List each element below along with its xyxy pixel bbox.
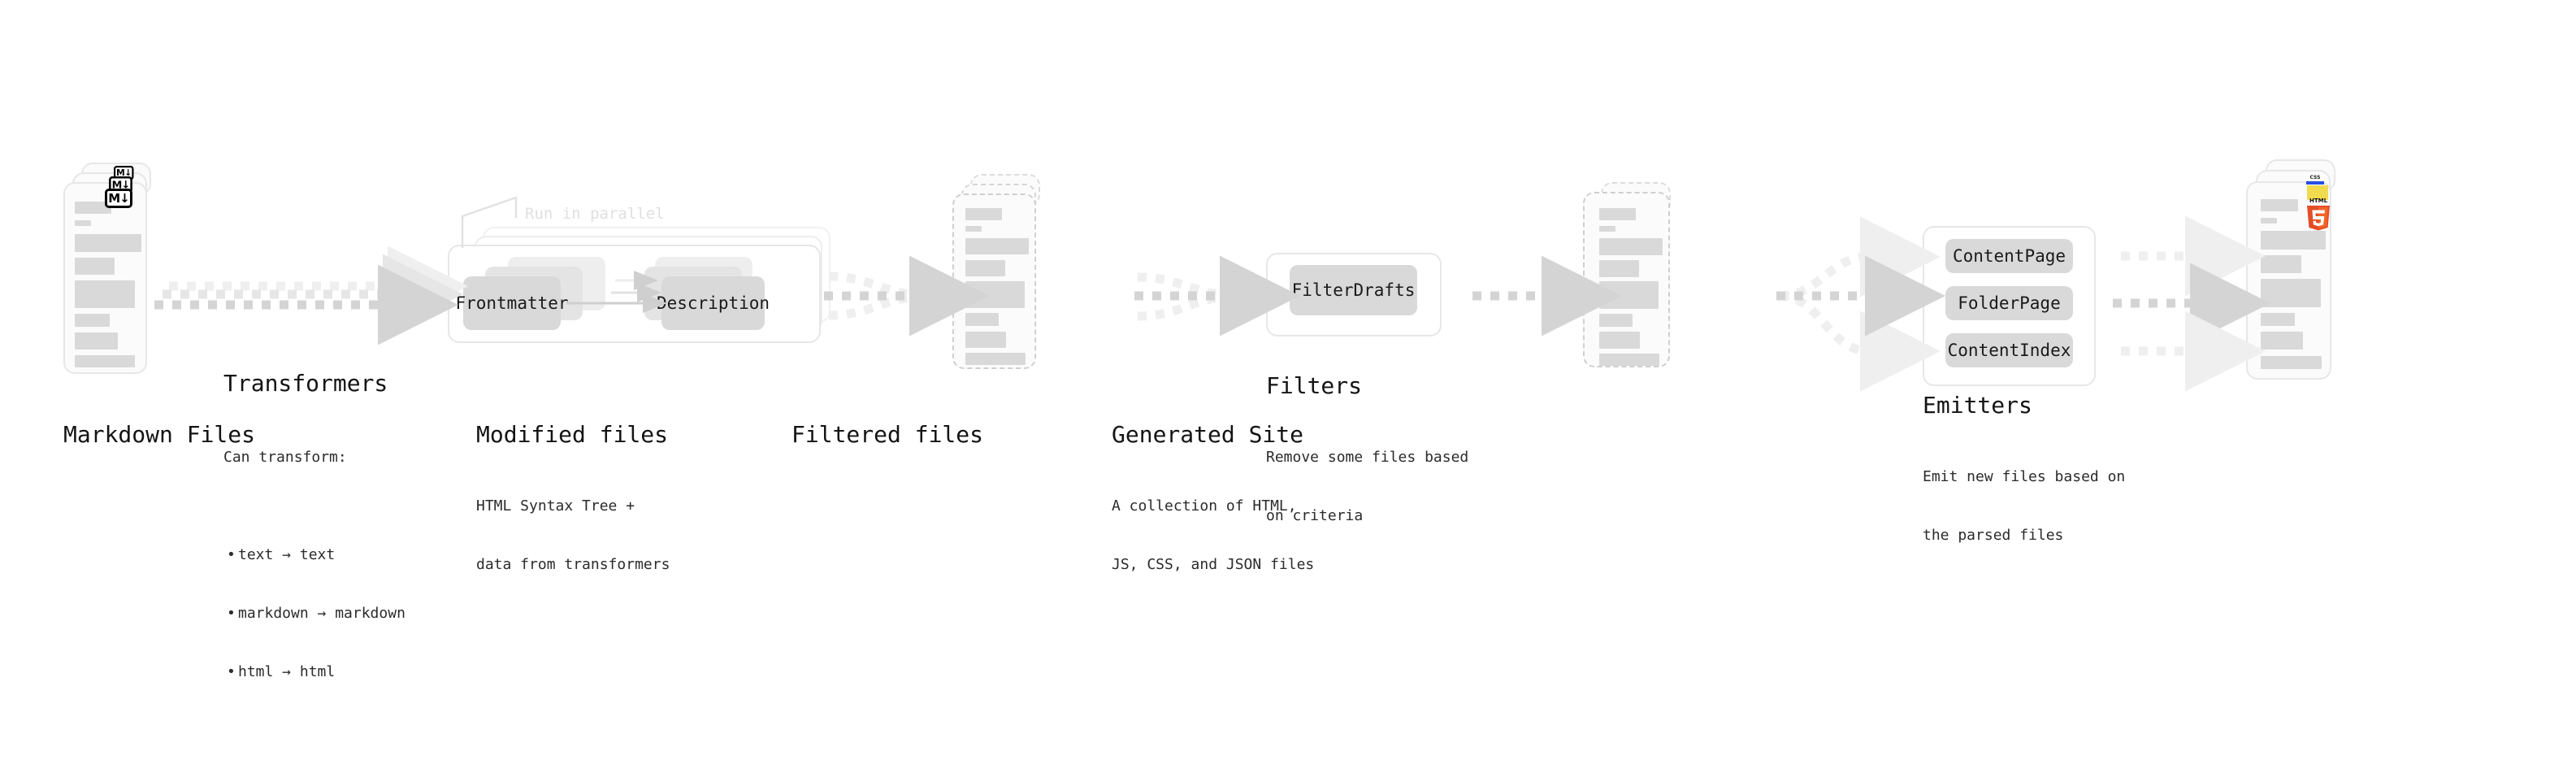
- skeleton-bar: [75, 220, 91, 226]
- emitter-chip-contentindex[interactable]: ContentIndex: [1945, 333, 2073, 367]
- transformers-caption-list: text → text markdown → markdown html → h…: [223, 506, 405, 721]
- stage-title-filters: Filters: [1266, 372, 1363, 399]
- filtered-card-front: [1583, 192, 1670, 367]
- skeleton-bar: [965, 281, 1025, 308]
- skeleton-bar: [1599, 260, 1639, 277]
- run-in-parallel-label: Run in parallel: [525, 205, 665, 223]
- stage-title-transformers: Transformers: [223, 370, 388, 397]
- site-caption-line-0: A collection of HTML,: [1112, 497, 1297, 515]
- html5-icon: HTML: [2304, 197, 2331, 231]
- transformer-chip-description[interactable]: Description: [657, 276, 770, 330]
- css3-icon-bar: [2306, 181, 2324, 185]
- connector-filtered-to-emitters: [1776, 216, 1945, 392]
- transformers-caption-heading: Can transform:: [223, 449, 347, 466]
- markdown-icon-label-middle: M↓: [111, 178, 131, 191]
- stage-title-emitters: Emitters: [1923, 392, 2032, 419]
- filter-chip-filterdrafts-label: FilterDrafts: [1291, 280, 1416, 300]
- skeleton-bar: [2261, 231, 2326, 250]
- svg-text:HTML: HTML: [2309, 198, 2328, 204]
- skeleton-bar: [2261, 332, 2303, 350]
- skeleton-bar: [1599, 226, 1615, 232]
- transformer-chip-frontmatter-label: Frontmatter: [455, 293, 569, 313]
- stage-caption-modified-files: HTML Syntax Tree + data from transformer…: [476, 458, 670, 614]
- emitters-caption-line-1: the parsed files: [1923, 527, 2064, 544]
- site-caption-line-1: JS, CSS, and JSON files: [1112, 556, 1315, 573]
- markdown-icon: M↓: [105, 189, 132, 208]
- markdown-card-front: [63, 182, 147, 374]
- transformer-chip-description-label: Description: [656, 293, 770, 313]
- skeleton-bar: [1599, 238, 1663, 255]
- stage-title-markdown-files: Markdown Files: [63, 421, 256, 448]
- emitter-chip-folderpage-label: FolderPage: [1958, 293, 2061, 313]
- skeleton-bar: [965, 332, 1006, 348]
- skeleton-bar: [965, 260, 1005, 276]
- connector-modified-to-filters: [1134, 255, 1300, 337]
- skeleton-bar: [1599, 208, 1636, 220]
- emitter-chip-contentpage-label: ContentPage: [1952, 246, 2066, 266]
- stage-caption-transformers: Can transform: text → text markdown → ma…: [223, 409, 405, 760]
- skeleton-bar: [1599, 354, 1659, 366]
- connector-transformers-to-modified: [824, 255, 990, 337]
- emitter-chip-folderpage[interactable]: FolderPage: [1945, 286, 2073, 320]
- skeleton-bar: [1599, 281, 1659, 309]
- skeleton-bar: [75, 355, 135, 367]
- emitter-chip-contentpage[interactable]: ContentPage: [1945, 239, 2073, 273]
- skeleton-bar: [965, 238, 1029, 254]
- filters-caption-line-0: Remove some files based: [1266, 449, 1469, 466]
- skeleton-bar: [2261, 356, 2322, 369]
- markdown-icon-label: M↓: [108, 190, 129, 206]
- modified-card-front: [952, 193, 1036, 369]
- skeleton-bar: [75, 258, 115, 275]
- css3-icon-label: CSS: [2309, 175, 2321, 180]
- skeleton-bar: [2261, 255, 2301, 273]
- stage-caption-generated-site: A collection of HTML, JS, CSS, and JSON …: [1112, 458, 1314, 614]
- modified-caption-line-0: HTML Syntax Tree +: [476, 497, 635, 515]
- skeleton-bar: [75, 234, 141, 252]
- skeleton-bar: [75, 332, 118, 350]
- diagram-canvas: M↓ M↓ M↓ Markdown Files Frontmatter Desc…: [0, 0, 2576, 681]
- stage-title-generated-site: Generated Site: [1112, 421, 1304, 448]
- stage-title-modified-files-2: Modified files: [476, 421, 669, 448]
- skeleton-bar: [2261, 279, 2321, 307]
- connector-emitters-to-site: [2113, 215, 2270, 392]
- skeleton-bar: [965, 313, 999, 326]
- skeleton-bar: [75, 280, 135, 308]
- skeleton-bar: [965, 353, 1026, 365]
- js-icon: [2307, 185, 2328, 200]
- skeleton-bar: [965, 208, 1002, 220]
- skeleton-bar: [1599, 314, 1633, 327]
- modified-caption-line-1: data from transformers: [476, 556, 670, 573]
- skeleton-bar: [75, 314, 110, 327]
- transformers-caption-item-2: html → html: [227, 662, 405, 682]
- stage-title-filtered-files: Filtered files: [791, 421, 984, 448]
- stage-caption-filters: Remove some files based on criteria: [1266, 409, 1468, 565]
- skeleton-bar: [2261, 199, 2298, 211]
- connector-md-to-transformers: [154, 245, 468, 345]
- html5-icon-svg: HTML: [2307, 198, 2330, 231]
- transformer-chip-frontmatter[interactable]: Frontmatter: [455, 276, 569, 330]
- skeleton-bar: [965, 226, 982, 232]
- skeleton-bar: [2261, 218, 2277, 224]
- emitters-caption-line-0: Emit new files based on: [1923, 468, 2126, 485]
- transformers-caption-item-1: markdown → markdown: [227, 604, 405, 623]
- skeleton-bar: [75, 202, 111, 214]
- skeleton-bar: [2261, 313, 2295, 326]
- filter-chip-filterdrafts[interactable]: FilterDrafts: [1290, 265, 1417, 315]
- stage-caption-emitters: Emit new files based on the parsed files: [1923, 428, 2125, 584]
- transformers-caption-item-0: text → text: [227, 545, 405, 565]
- skeleton-bar: [1599, 332, 1640, 349]
- markdown-icon-label-back: M↓: [116, 167, 132, 178]
- css3-icon: CSS: [2306, 175, 2324, 186]
- filters-caption-line-1: on criteria: [1266, 507, 1364, 524]
- emitter-chip-contentindex-label: ContentIndex: [1947, 341, 2071, 360]
